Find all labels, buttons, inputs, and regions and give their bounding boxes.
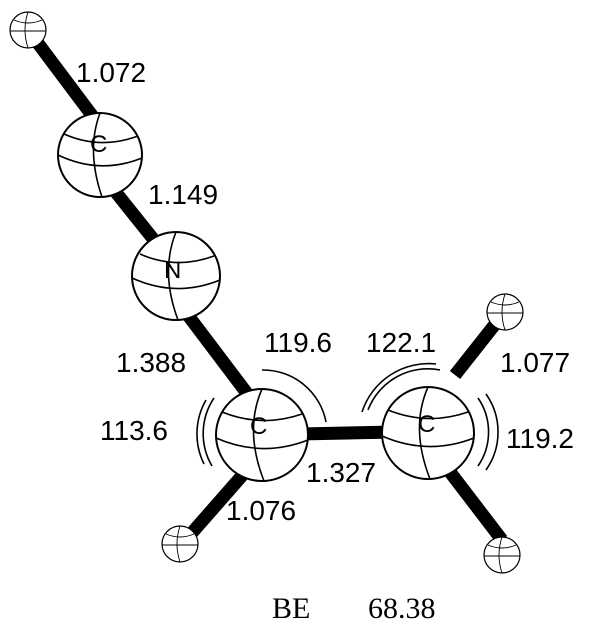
bond-c-h-right-top bbox=[449, 313, 506, 380]
bond-length-c-c: 1.327 bbox=[306, 457, 376, 488]
bond-n-c bbox=[178, 306, 258, 404]
angle-arc-right-upper-2 bbox=[361, 362, 437, 413]
angle-left-outer: 113.6 bbox=[100, 415, 168, 446]
angle-right-outer: 119.2 bbox=[506, 423, 574, 454]
bond-length-c-h-right-top: 1.077 bbox=[500, 347, 570, 378]
bond-c-h-right-bottom bbox=[444, 468, 508, 544]
bond-length-n-c: 1.388 bbox=[116, 347, 186, 378]
atom-symbol: C bbox=[90, 131, 107, 158]
hydrogen-atom-top bbox=[9, 11, 47, 49]
angle-arc-left-outer-2 bbox=[196, 399, 207, 465]
caption: BE 68.38 bbox=[272, 592, 436, 625]
carbon-atom-top: C bbox=[57, 112, 143, 198]
caption-label: BE bbox=[272, 592, 310, 625]
caption-value: 68.38 bbox=[368, 592, 436, 625]
carbon-atom-left: C bbox=[215, 388, 309, 482]
atom-symbol: N bbox=[164, 257, 181, 284]
angle-arc-right-outer-1 bbox=[477, 397, 490, 467]
angle-left-upper: 119.6 bbox=[264, 327, 332, 358]
bonds bbox=[22, 26, 508, 544]
bond-length-labels: 1.072 1.149 1.388 1.327 1.076 1.077 bbox=[76, 57, 570, 526]
carbon-atom-right: C bbox=[381, 386, 475, 480]
angle-arc-left-upper bbox=[261, 369, 327, 423]
bond-length-c-n: 1.149 bbox=[148, 179, 218, 210]
atom-symbol: C bbox=[418, 411, 435, 438]
bond-length-h-c-top: 1.072 bbox=[76, 57, 146, 88]
nitrogen-atom: N bbox=[131, 231, 221, 321]
hydrogen-atom-right-top bbox=[486, 293, 524, 331]
bond-c-c bbox=[299, 425, 393, 441]
angle-arc-right-upper-1 bbox=[367, 368, 441, 411]
bond-c-h-left bbox=[185, 465, 252, 540]
angle-arcs bbox=[196, 362, 499, 471]
bond-c-n bbox=[104, 180, 164, 250]
atom-symbol: C bbox=[250, 413, 267, 440]
angle-labels: 119.6 113.6 122.1 119.2 bbox=[100, 327, 574, 454]
angle-arc-right-outer-2 bbox=[485, 393, 499, 471]
hydrogen-atom-right-bottom bbox=[483, 536, 521, 574]
angle-arc-left-outer-1 bbox=[202, 397, 215, 467]
hydrogen-atom-left bbox=[161, 525, 199, 563]
bond-length-c-h-left: 1.076 bbox=[226, 495, 296, 526]
angle-right-upper: 122.1 bbox=[366, 327, 436, 358]
